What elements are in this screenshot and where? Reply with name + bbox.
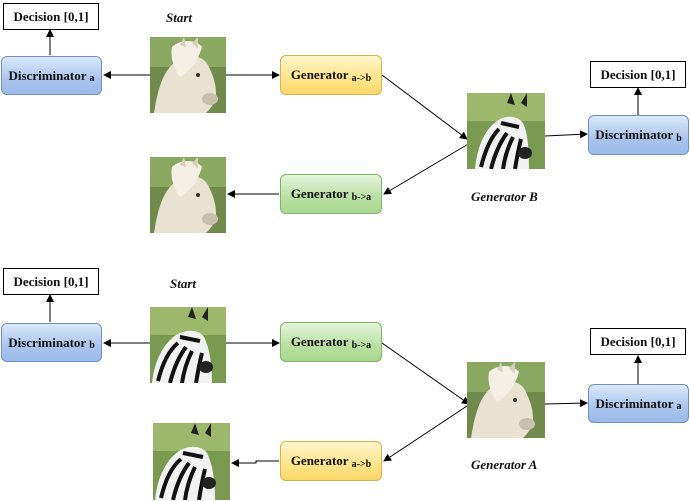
generator-label: Generator <box>290 186 349 201</box>
arrow-zebra-to-genBA <box>383 142 471 195</box>
generator-ab-bottom: Generator a->b <box>280 441 382 481</box>
decision-box-top-right: Decision [0,1] <box>590 61 686 88</box>
generator-ba-top: Generator b->a <box>280 174 382 214</box>
arrow-horse-to-genAB <box>383 403 471 462</box>
decision-label: Decision [0,1] <box>600 66 676 82</box>
decision-box-bottom-left: Decision [0,1] <box>3 268 99 295</box>
horse-photo <box>150 37 226 113</box>
discriminator-label: Discriminator <box>8 334 87 350</box>
decision-label: Decision [0,1] <box>600 333 676 349</box>
arrow-genBA-to-horse <box>381 342 470 405</box>
arrow-genAB-to-zebra <box>231 459 279 467</box>
discriminator-b-top: Discriminator b <box>588 115 689 155</box>
generator-subscript: b->a <box>351 191 372 203</box>
generator-label: Generator <box>290 334 349 349</box>
generator-ba-bottom: Generator b->a <box>280 322 382 362</box>
generator-b-caption: Generator B <box>471 189 538 204</box>
generator-label: Generator <box>290 453 349 468</box>
generator-subscript: b->a <box>351 339 372 351</box>
start-caption-bottom: Start <box>170 276 197 291</box>
decision-label: Decision [0,1] <box>13 273 89 289</box>
zebra-photo <box>150 307 226 383</box>
decision-box-bottom-right: Decision [0,1] <box>590 328 686 355</box>
horse-photo <box>467 362 545 438</box>
discriminator-a-bottom: Discriminator a <box>588 384 689 423</box>
discriminator-subscript: b <box>89 340 95 351</box>
discriminator-label: Discriminator <box>595 127 674 142</box>
arrow-genAB-to-zebra <box>381 74 468 140</box>
discriminator-a-top: Discriminator a <box>1 56 102 95</box>
generator-ab-top: Generator a->b <box>280 55 382 95</box>
horse-photo <box>150 157 226 233</box>
decision-label: Decision [0,1] <box>13 8 89 24</box>
discriminator-b-bottom: Discriminator b <box>1 323 102 362</box>
generator-label: Generator <box>290 67 349 82</box>
discriminator-subscript: a <box>89 73 95 84</box>
discriminator-subscript: b <box>676 132 682 144</box>
decision-box-top-left: Decision [0,1] <box>3 3 99 30</box>
generator-subscript: a->b <box>351 72 372 84</box>
generator-subscript: a->b <box>351 458 372 470</box>
arrow-zebra-to-discB <box>544 130 588 139</box>
zebra-photo <box>467 93 545 169</box>
discriminator-subscript: a <box>676 401 682 412</box>
discriminator-label: Discriminator <box>595 395 674 411</box>
discriminator-label: Discriminator <box>8 67 87 83</box>
generator-a-caption: Generator A <box>471 457 538 472</box>
arrow-horse-to-discA <box>544 399 588 408</box>
start-caption-top: Start <box>166 10 193 25</box>
zebra-photo <box>153 423 230 500</box>
